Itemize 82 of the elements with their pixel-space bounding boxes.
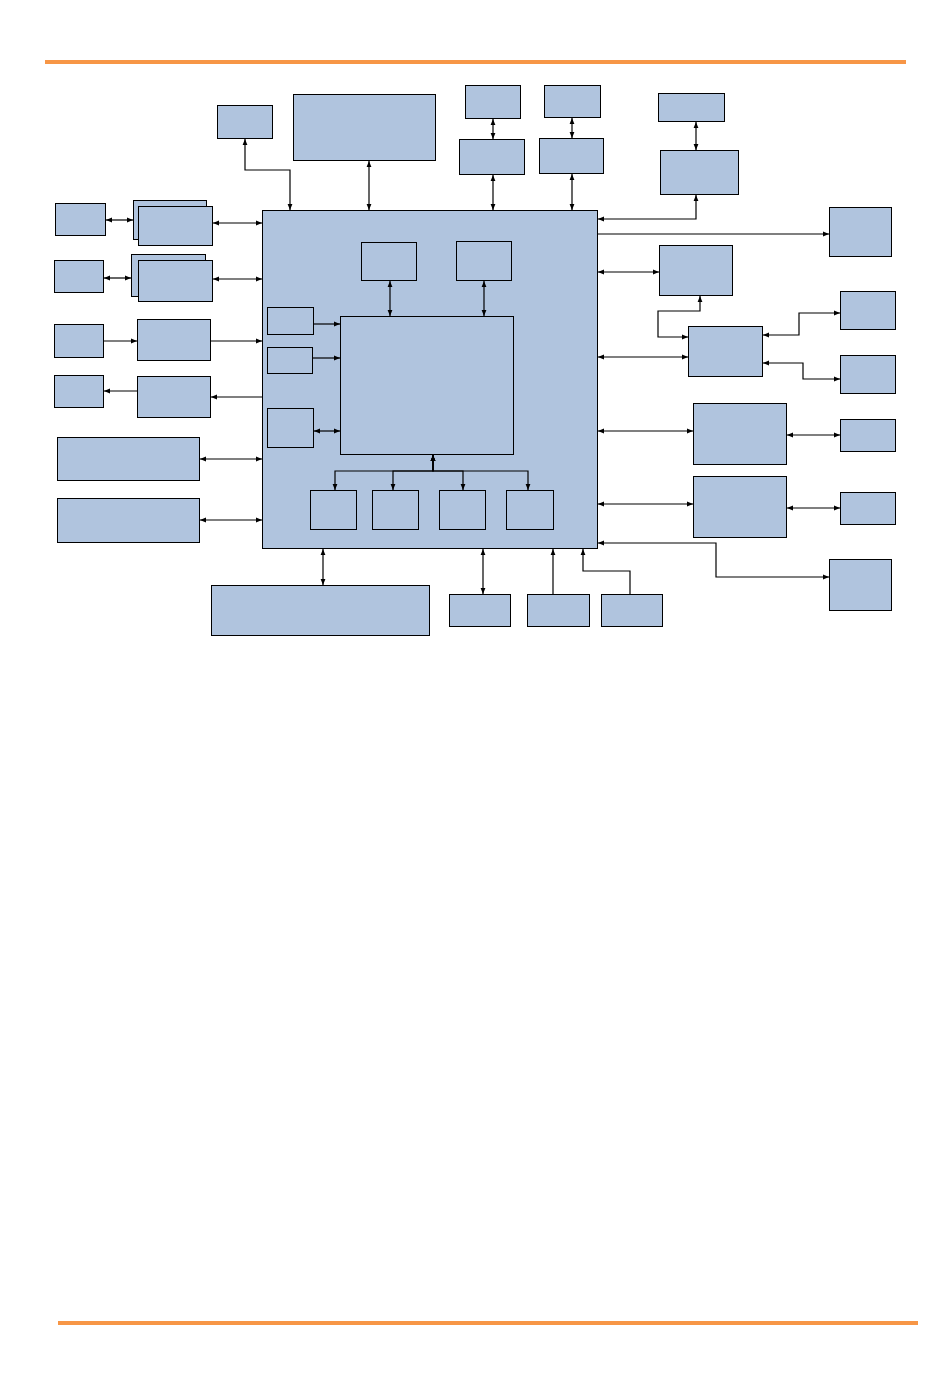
arrow	[242, 138, 293, 211]
block-box	[840, 291, 896, 330]
arrow	[212, 276, 263, 282]
arrow	[550, 548, 556, 595]
arrow	[762, 360, 841, 382]
arrow	[786, 432, 841, 438]
arrow	[312, 355, 341, 361]
block-box	[660, 150, 739, 195]
block-box	[659, 245, 733, 296]
arrow	[199, 517, 263, 523]
stacked-block-box	[131, 254, 213, 302]
arrow	[762, 310, 841, 338]
block-box	[658, 93, 725, 122]
arrow	[597, 269, 660, 275]
block-box	[439, 490, 486, 530]
block-box	[262, 210, 598, 549]
block-box	[310, 490, 357, 530]
block-box	[54, 260, 104, 293]
arrow	[569, 173, 575, 211]
arrow	[481, 280, 487, 317]
block-box	[372, 490, 419, 530]
arrow	[103, 338, 138, 344]
block-box	[361, 242, 417, 281]
block-box	[527, 594, 590, 627]
arrow	[199, 456, 263, 462]
block-box	[506, 490, 554, 530]
arrow	[103, 275, 132, 281]
arrow	[597, 540, 830, 580]
block-box	[840, 355, 896, 394]
block-box	[211, 585, 430, 636]
block-box	[449, 594, 511, 627]
arrow	[693, 121, 699, 151]
block-box	[459, 139, 525, 175]
arrow	[597, 194, 699, 222]
arrow	[313, 321, 341, 327]
block-box	[57, 498, 200, 543]
block-box	[465, 85, 521, 119]
arrow	[212, 220, 263, 226]
arrow	[366, 160, 372, 211]
block-box	[544, 85, 601, 118]
block-box	[57, 437, 200, 481]
block-box	[688, 326, 763, 377]
arrow	[597, 231, 830, 237]
arrow	[786, 505, 841, 511]
block-box	[693, 403, 787, 465]
arrow	[320, 548, 326, 586]
block-box	[539, 138, 604, 174]
arrow	[597, 501, 694, 507]
arrow	[387, 280, 393, 317]
arrow	[105, 217, 134, 223]
block-box	[840, 419, 896, 452]
block-box	[340, 316, 514, 455]
block-box	[840, 492, 896, 525]
block-box	[137, 376, 211, 418]
arrow	[569, 117, 575, 139]
arrow	[430, 454, 531, 491]
block-box	[456, 241, 512, 281]
stacked-block-box	[133, 200, 213, 246]
block-box	[267, 307, 314, 335]
block-box	[293, 94, 436, 161]
arrow	[490, 174, 496, 211]
block-box	[55, 203, 106, 236]
block-box	[267, 347, 313, 374]
block-box	[267, 408, 314, 448]
block-box	[54, 375, 104, 408]
block-box	[601, 594, 663, 627]
arrow	[480, 548, 486, 595]
arrow	[597, 428, 694, 434]
block-box	[829, 559, 892, 611]
block-box	[217, 105, 273, 139]
arrow	[103, 388, 138, 394]
arrow	[597, 354, 689, 360]
block-box	[137, 319, 211, 361]
arrow	[210, 394, 263, 400]
arrow	[313, 428, 341, 434]
arrow	[490, 118, 496, 140]
block-box	[693, 476, 787, 538]
arrow	[580, 548, 631, 595]
arrow	[210, 338, 263, 344]
block-box	[829, 207, 892, 257]
arrow	[657, 295, 703, 340]
block-box	[54, 324, 104, 358]
